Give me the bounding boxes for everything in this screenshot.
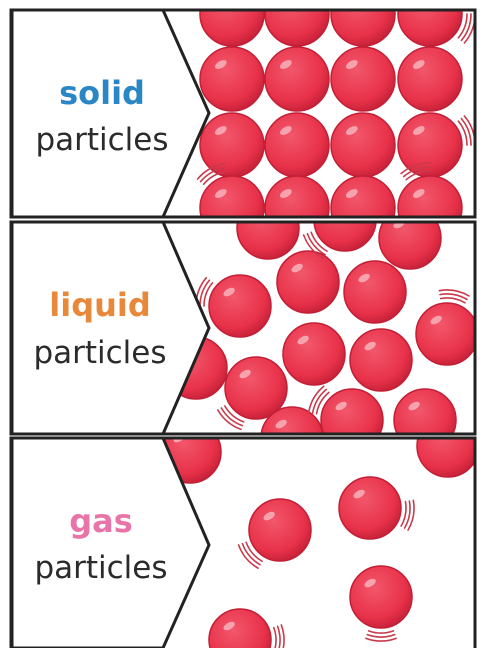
solid-particle (330, 175, 396, 217)
liquid-motion-lines (438, 289, 470, 304)
liquid-particle (415, 302, 475, 366)
liquid-particle (349, 328, 413, 392)
gas-state-word: gas (69, 502, 133, 540)
liquid-motion-lines (307, 385, 330, 415)
gas-motion-lines (400, 499, 415, 531)
solid-state-word: solid (59, 74, 145, 112)
gas-particles (163, 438, 475, 648)
liquid-particle (282, 322, 346, 386)
gas-motion-lines (273, 624, 285, 648)
solid-particle (330, 112, 396, 178)
gas-particle (248, 498, 312, 562)
solid-card-border (9, 8, 477, 219)
liquid-particle (224, 356, 288, 420)
solid-particle (264, 112, 330, 178)
liquid-particle (320, 388, 384, 434)
liquid-state-word: liquid (49, 286, 151, 324)
solid-particle (199, 10, 265, 47)
solid-particle (264, 46, 330, 112)
solid-particle (397, 10, 463, 47)
solid-particle (199, 112, 265, 178)
liquid-particles (164, 222, 475, 434)
solid-particle (330, 10, 396, 47)
gas-motion-lines (237, 541, 263, 569)
solid-particles-word: particles (35, 122, 168, 158)
liquid-particle (313, 222, 377, 252)
solid-vibration-lines (196, 162, 227, 186)
liquid-particles-word: particles (33, 335, 166, 371)
solid-particle (199, 175, 265, 217)
liquid-particle (208, 274, 272, 338)
card-solid: solid particles (10, 8, 475, 219)
liquid-motion-lines (217, 405, 245, 431)
card-borders (9, 8, 477, 648)
liquid-particle (260, 406, 324, 434)
solid-particle (264, 10, 330, 47)
card-liquid: liquid particles (10, 220, 475, 436)
solid-particle (397, 175, 463, 217)
liquid-motion-lines (302, 231, 328, 259)
gas-motion-lines (365, 630, 397, 642)
liquid-particle (393, 388, 457, 434)
liquid-card-border (9, 220, 477, 436)
solid-particle (397, 46, 463, 112)
gas-particle (208, 608, 272, 648)
gas-particle (349, 565, 413, 629)
liquid-particle (276, 250, 340, 314)
card-gas: gas particles (10, 436, 475, 648)
gas-particle (338, 476, 402, 540)
gas-particles-word: particles (34, 550, 167, 586)
solid-vibration-lines (400, 162, 431, 181)
liquid-label-panel (10, 220, 211, 436)
liquid-particle (236, 222, 300, 260)
liquid-particle (343, 260, 407, 324)
solid-label-panel (10, 8, 211, 219)
solid-particle (330, 46, 396, 112)
liquid-particle (378, 222, 442, 270)
gas-particle (416, 438, 475, 478)
solid-particle (264, 175, 330, 217)
solid-particles (196, 10, 475, 217)
gas-card-border (9, 436, 477, 648)
solid-particle (199, 46, 265, 112)
